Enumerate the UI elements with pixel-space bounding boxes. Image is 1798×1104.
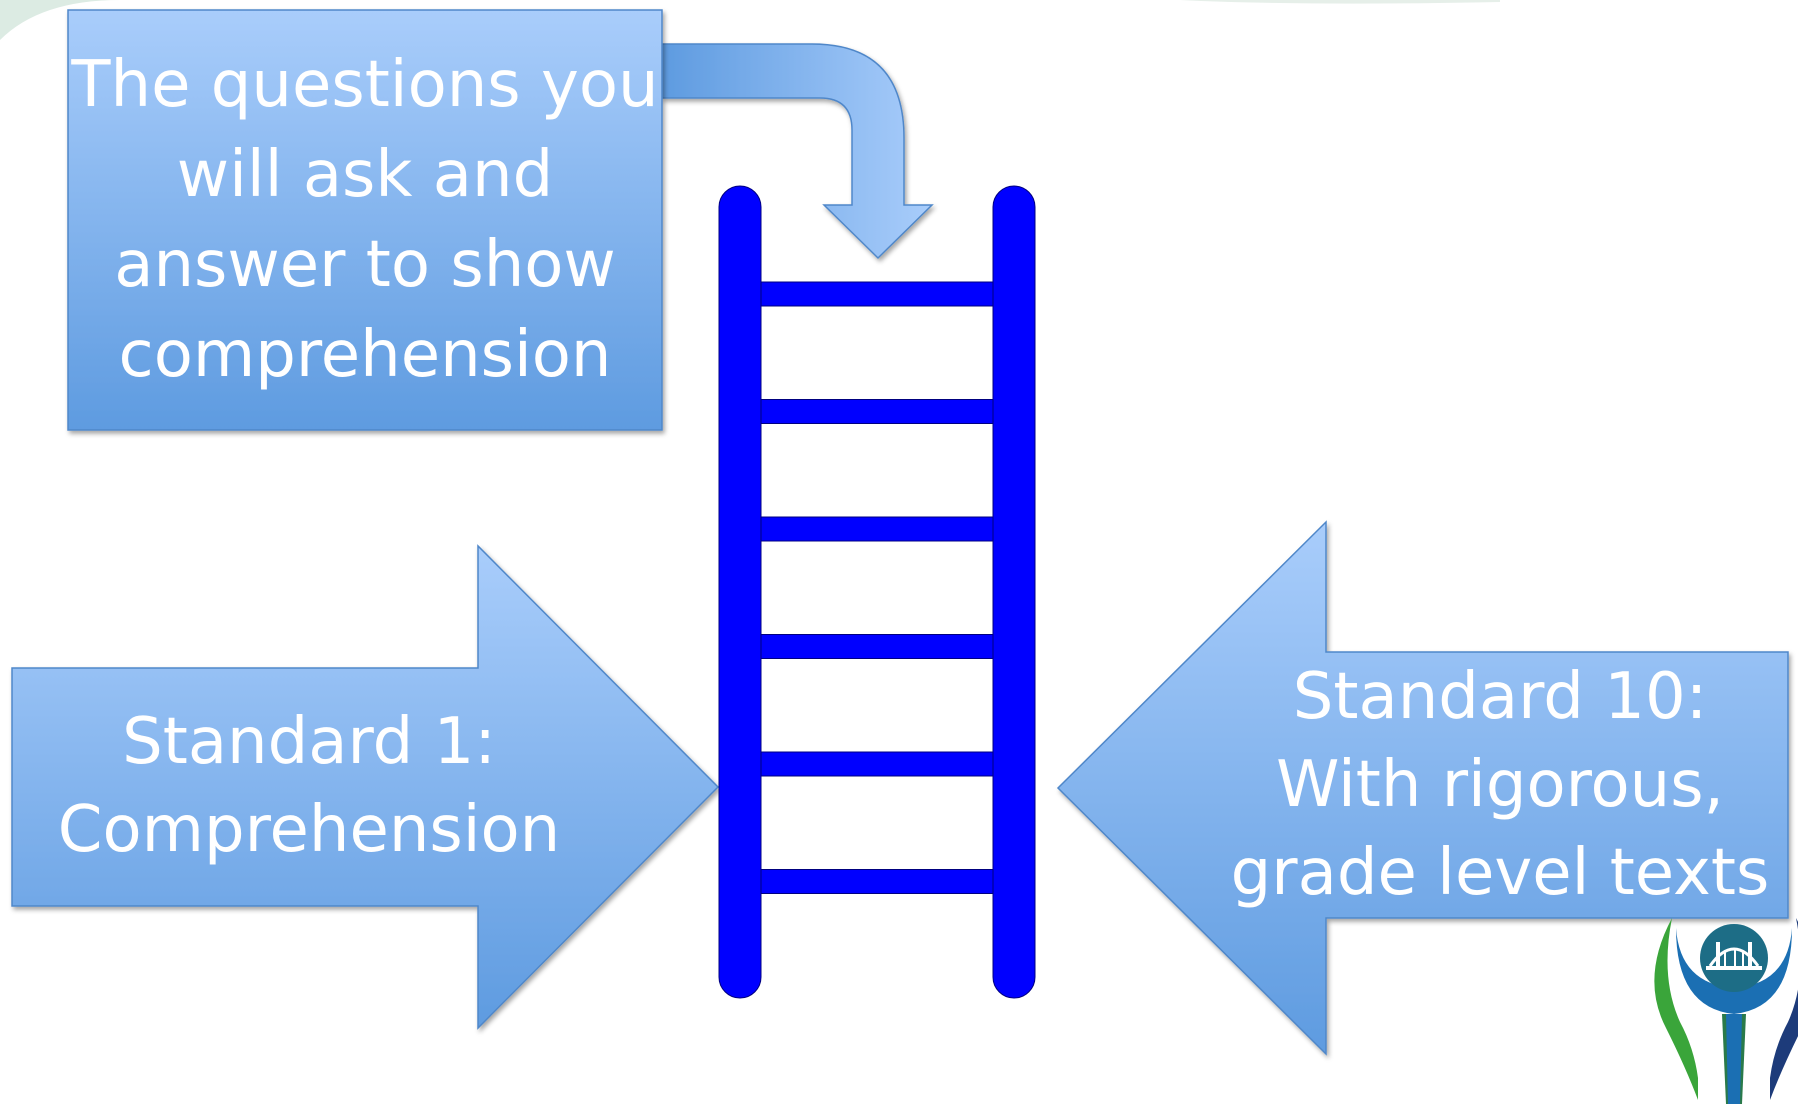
standard-1-label: Standard 1: Comprehension — [57, 705, 561, 867]
ladder-rung — [739, 281, 1015, 307]
left-arrow — [11, 544, 720, 1030]
top-box — [67, 9, 663, 431]
bridge-logo-icon — [1654, 918, 1798, 1104]
right-arrow — [1056, 520, 1789, 1056]
background-swoosh-right — [1180, 0, 1500, 4]
ladder-right-rail — [992, 185, 1036, 999]
ladder-rung — [739, 634, 1015, 659]
ladder — [718, 185, 1036, 999]
top-box-text: The questions you will ask and answer to… — [71, 48, 659, 392]
background-swoosh — [0, 0, 120, 40]
ladder-rung — [739, 399, 1015, 424]
curved-arrow — [661, 43, 934, 260]
ladder-rung — [739, 516, 1015, 542]
ladder-rung — [739, 751, 1015, 777]
ladder-left-rail — [718, 185, 762, 999]
ladder-rung — [739, 869, 1015, 894]
standard-10-label: Standard 10: With rigorous, grade level … — [1230, 660, 1770, 910]
